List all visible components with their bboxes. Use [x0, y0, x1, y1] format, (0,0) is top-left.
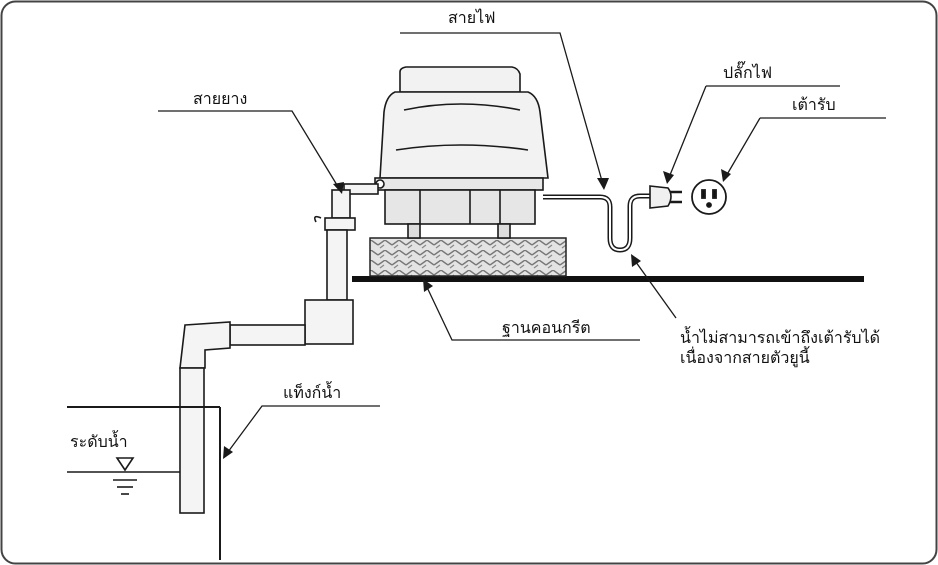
label-concrete-base: ฐานคอนกรีต [502, 318, 591, 337]
arrowheads [223, 169, 731, 459]
ground-slab [352, 276, 864, 282]
water-tank [67, 406, 221, 560]
drip-note-line-2: เนื่องจากสายตัวยูนี้ [680, 348, 810, 367]
label-power-cord: สายไฟ [448, 8, 496, 27]
leader-lines [158, 32, 886, 457]
label-drip-note: น้ำไม่สามารถเข้าถึงเต้ารับได้ เนื่องจากส… [680, 328, 930, 368]
label-outlet: เต้ารับ [792, 95, 836, 114]
label-water-level: ระดับน้ำ [70, 432, 128, 451]
label-plug: ปลั๊กไฟ [723, 63, 773, 82]
wall-outlet [691, 179, 727, 215]
concrete-base-block [369, 237, 567, 277]
label-hose: สายยาง [193, 89, 248, 108]
air-pump [374, 66, 549, 239]
power-plug [649, 185, 682, 209]
piping [179, 183, 379, 514]
label-water-tank: แท็งก์น้ำ [283, 383, 342, 402]
water-level-symbol [113, 457, 137, 495]
drip-note-line-1: น้ำไม่สามารถเข้าถึงเต้ารับได้ [680, 328, 880, 347]
